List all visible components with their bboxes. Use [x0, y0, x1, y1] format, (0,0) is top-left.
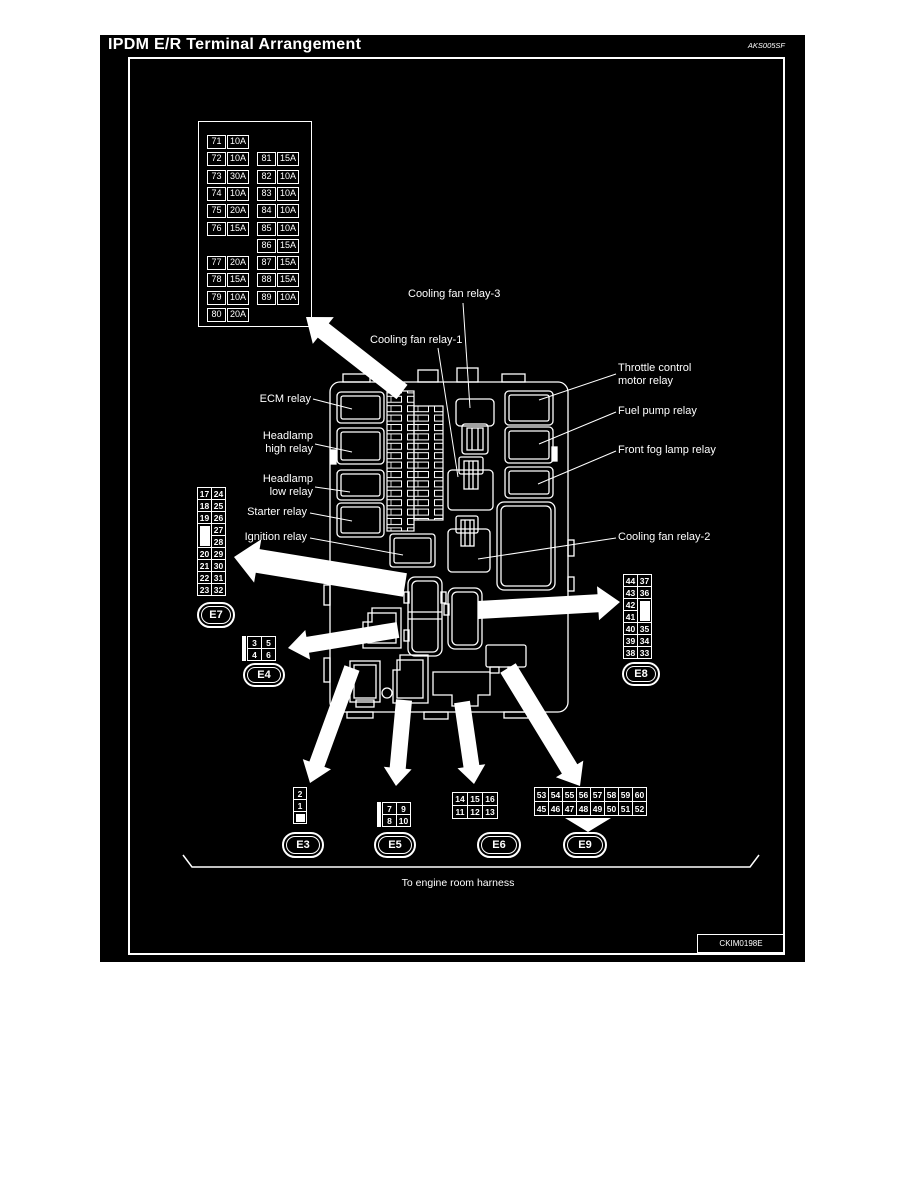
- fuse-amp: 10A: [277, 222, 299, 236]
- connector-e6-pin-table: 14 15 16 11 12 13: [452, 792, 498, 819]
- label-headlamp-low-relay: Headlamp low relay: [262, 473, 313, 498]
- fuse-id: 73: [207, 170, 226, 184]
- fuse-amp: 10A: [227, 152, 249, 166]
- label-ecm-relay: ECM relay: [259, 393, 311, 405]
- fuse-amp: 10A: [277, 204, 299, 218]
- doc-code: AKS005SF: [747, 41, 785, 50]
- keyway-block: [198, 524, 211, 547]
- fuse-amp: 30A: [227, 170, 249, 184]
- fuse-id: 77: [207, 256, 226, 270]
- keyway-strip: [242, 636, 246, 661]
- fuse-id: 79: [207, 291, 226, 305]
- label-front-fog-lamp-relay: Front fog lamp relay: [618, 444, 716, 456]
- fuse-amp: 10A: [277, 187, 299, 201]
- connector-e4-label: E4: [243, 663, 285, 687]
- fuse-amp: 10A: [227, 187, 249, 201]
- fuse-id: 71: [207, 135, 226, 149]
- label-headlamp-high-relay: Headlamp high relay: [262, 430, 313, 455]
- label-throttle-control-motor-relay: Throttle control motor relay: [618, 362, 692, 387]
- fuse-amp: 15A: [277, 239, 299, 253]
- fuse-amp: 15A: [277, 152, 299, 166]
- diagram-frame: [128, 57, 785, 955]
- fuse-amp: 20A: [227, 256, 249, 270]
- connector-e8-label: E8: [622, 662, 660, 686]
- fuse-id: 80: [207, 308, 226, 322]
- fuse-amp: 10A: [227, 135, 249, 149]
- fuse-id: 86: [257, 239, 276, 253]
- connector-e4-pin-table: 3 5 4 6: [247, 636, 276, 661]
- label-starter-relay: Starter relay: [247, 506, 307, 518]
- fuse-table-frame: [198, 121, 312, 327]
- fuse-id: 85: [257, 222, 276, 236]
- connector-e5-pin-table: 7 9 8 10: [382, 802, 411, 827]
- fuse-amp: 15A: [227, 273, 249, 287]
- fuse-id: 84: [257, 204, 276, 218]
- page-title: IPDM E/R Terminal Arrangement: [108, 36, 362, 53]
- keyway-strip: [377, 802, 381, 827]
- label-cooling-fan-relay-3: Cooling fan relay-3: [408, 288, 501, 300]
- connector-e9-label: E9: [563, 832, 607, 858]
- keyway-block: [638, 599, 651, 622]
- label-cooling-fan-relay-2: Cooling fan relay-2: [618, 531, 711, 543]
- connector-e3-pin-table: 2 1: [293, 787, 307, 824]
- label-fuel-pump-relay: Fuel pump relay: [618, 405, 697, 417]
- fuse-id: 75: [207, 204, 226, 218]
- fuse-amp: 10A: [277, 291, 299, 305]
- fuse-id: 88: [257, 273, 276, 287]
- connector-e3-label: E3: [282, 832, 324, 858]
- connector-e9-pin-table: 53 54 55 56 57 58 59 60 45 46 47 48 49 5…: [534, 787, 647, 816]
- harness-note: To engine room harness: [401, 877, 515, 889]
- fuse-id: 74: [207, 187, 226, 201]
- fuse-amp: 10A: [227, 291, 249, 305]
- fuse-amp: 10A: [277, 170, 299, 184]
- figure-code: CKIM0198E: [697, 934, 785, 953]
- fuse-id: 76: [207, 222, 226, 236]
- fuse-id: 78: [207, 273, 226, 287]
- connector-e5-label: E5: [374, 832, 416, 858]
- fuse-amp: 20A: [227, 308, 249, 322]
- connector-e7-label: E7: [197, 602, 235, 628]
- connector-e6-label: E6: [477, 832, 521, 858]
- fuse-amp: 15A: [277, 256, 299, 270]
- fuse-amp: 15A: [277, 273, 299, 287]
- label-cooling-fan-relay-1: Cooling fan relay-1: [370, 334, 463, 346]
- fuse-amp: 15A: [227, 222, 249, 236]
- fuse-id: 87: [257, 256, 276, 270]
- connector-e8-pin-table: 44 43 42 41 40 39 38 37 36 35 34 33: [623, 574, 652, 659]
- fuse-id: 89: [257, 291, 276, 305]
- connector-e7-pin-table: 17 18 19 20 21 22 23 24 25 26 27 28 29 3…: [197, 487, 226, 596]
- fuse-id: 83: [257, 187, 276, 201]
- keyway-block: [294, 812, 306, 823]
- fuse-amp: 20A: [227, 204, 249, 218]
- fuse-id: 72: [207, 152, 226, 166]
- fuse-id: 82: [257, 170, 276, 184]
- fuse-id: 81: [257, 152, 276, 166]
- label-ignition-relay: Ignition relay: [244, 531, 307, 543]
